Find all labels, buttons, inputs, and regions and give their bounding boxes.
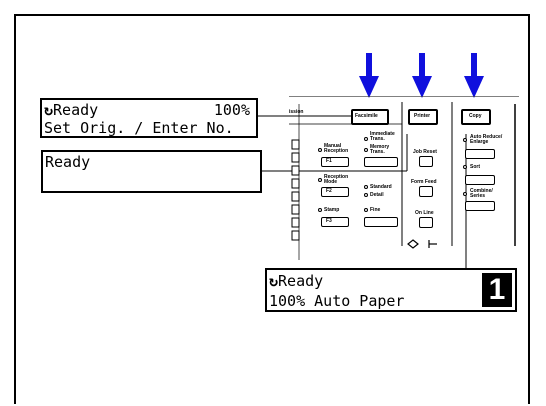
label-f3: F3	[326, 218, 332, 224]
lcd-fax-percent: 100%	[213, 101, 250, 119]
fine-button[interactable]	[364, 217, 398, 227]
on-line-button[interactable]	[419, 217, 433, 228]
label-facsimile: Facsimile	[355, 113, 378, 119]
standard-led	[364, 185, 368, 189]
label-detail: Detail	[370, 192, 384, 198]
label-reception-mode: Reception Mode	[324, 174, 349, 185]
lcd-fax-status: Ready	[53, 101, 99, 119]
label-left-tab: ission	[289, 109, 304, 115]
stamp-led	[318, 208, 322, 212]
label-job-reset: Job Reset	[413, 149, 437, 155]
label-standard: Standard	[370, 184, 392, 190]
panel-outline	[289, 96, 519, 260]
form-feed-button[interactable]	[419, 186, 433, 197]
figure-frame	[14, 14, 530, 404]
detail-led	[364, 193, 368, 197]
label-f1: F1	[326, 158, 332, 164]
facsimile-button[interactable]	[351, 109, 389, 125]
f3-button[interactable]	[321, 217, 349, 227]
f1-button[interactable]	[321, 157, 349, 167]
label-copy: Copy	[469, 113, 482, 119]
sort-led	[463, 165, 467, 169]
auto-reduce-led	[463, 138, 467, 142]
auto-reduce-button[interactable]	[465, 149, 495, 159]
reception-mode-led	[318, 178, 322, 182]
lcd-printer: Ready	[41, 150, 262, 193]
label-f2: F2	[326, 188, 332, 194]
combine-led	[463, 192, 467, 196]
label-printer: Printer	[414, 113, 431, 119]
label-sort: Sort	[470, 164, 480, 170]
label-manual: Manual Reception	[324, 143, 349, 154]
label-auto-reduce: Auto Reduce/ Enlarge	[470, 134, 503, 145]
copy-button[interactable]	[461, 109, 491, 125]
label-memory: Memory Trans.	[370, 144, 390, 155]
lcd-fax-line2: Set Orig. / Enter No.	[44, 119, 234, 137]
fine-led	[364, 208, 368, 212]
label-on-line: On Line	[415, 210, 434, 216]
memory-led	[364, 148, 368, 152]
arrow-facsimile	[359, 53, 379, 98]
lcd-copy-status: Ready	[278, 272, 324, 290]
immediate-led	[364, 137, 368, 141]
arrow-copy	[464, 53, 484, 98]
control-panel: ission Facsimile Printer Copy Immediate …	[289, 96, 519, 260]
manual-led	[318, 148, 322, 152]
lcd-copy: ↻Ready 100% Auto Paper 1	[265, 268, 517, 312]
f2-button[interactable]	[321, 187, 349, 197]
arrow-printer	[412, 53, 432, 98]
lcd-copy-line2: 100% Auto Paper	[269, 292, 405, 310]
label-form-feed: Form Feed	[411, 179, 437, 185]
lcd-printer-status: Ready	[45, 153, 91, 171]
label-stamp: Stamp	[324, 207, 340, 213]
printer-button[interactable]	[408, 109, 438, 125]
sort-button[interactable]	[465, 175, 495, 185]
label-immediate: Immediate Trans.	[370, 131, 395, 142]
ready-icon: ↻	[269, 272, 279, 290]
job-reset-button[interactable]	[419, 156, 433, 167]
copy-counter: 1	[482, 273, 512, 307]
combine-button[interactable]	[465, 201, 495, 211]
label-combine: Combine/ Series	[470, 188, 493, 199]
ready-icon: ↻	[44, 101, 54, 119]
label-fine: Fine	[370, 207, 381, 213]
memory-trans-button[interactable]	[364, 157, 398, 167]
lcd-facsimile: ↻Ready 100% Set Orig. / Enter No.	[40, 98, 258, 138]
